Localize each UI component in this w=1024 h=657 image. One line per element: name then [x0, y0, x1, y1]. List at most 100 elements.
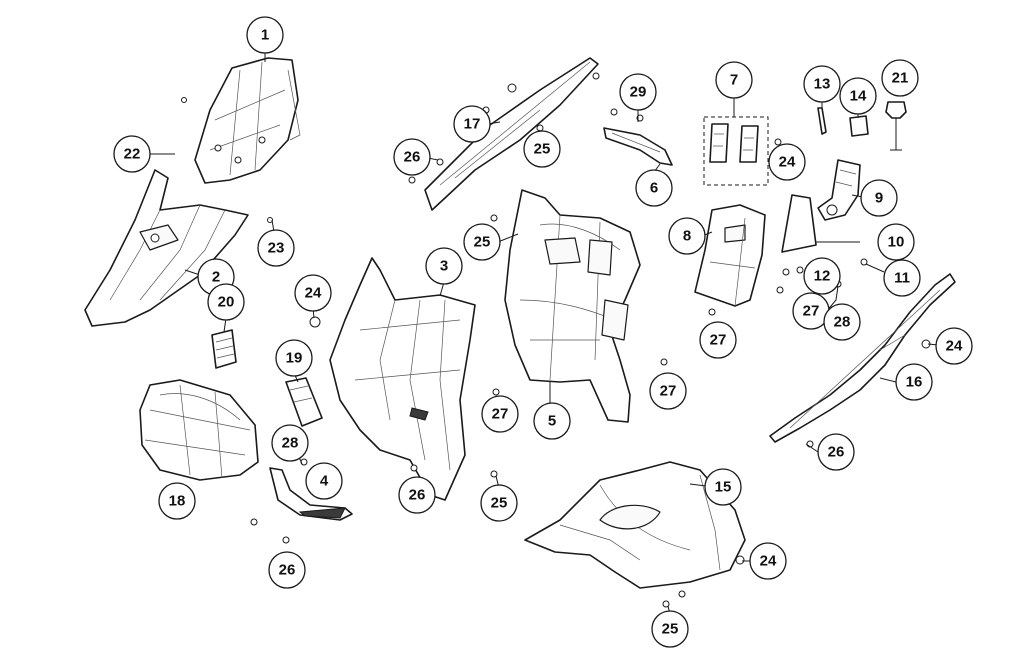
- callout-label: 22: [124, 146, 141, 163]
- callout-circle: [271, 424, 309, 462]
- callout-label: 19: [286, 350, 303, 367]
- callout-21: 21: [881, 59, 919, 97]
- callout-25: 25: [651, 610, 689, 648]
- callout-circle: [860, 179, 898, 217]
- part-cubby-8: [694, 204, 766, 307]
- callout-label: 20: [218, 294, 235, 311]
- part-floorboard-15: [524, 461, 746, 589]
- callout-label: 7: [730, 72, 738, 89]
- callout-7: 7: [715, 61, 753, 99]
- callout-label: 17: [464, 116, 481, 133]
- callout-label: 2: [212, 269, 220, 286]
- callout-3: 3: [425, 247, 463, 285]
- callout-circle: [113, 135, 151, 173]
- callout-circle: [480, 484, 518, 522]
- callout-circle: [749, 542, 787, 580]
- callout-label: 12: [814, 268, 831, 285]
- part-bracket-6: [603, 127, 673, 166]
- callout-circle: [803, 65, 841, 103]
- callout-label: 4: [320, 473, 329, 490]
- callout-circle: [883, 259, 921, 297]
- callout-27: 27: [649, 372, 687, 410]
- callout-circle: [533, 402, 571, 440]
- callout-26: 26: [398, 476, 436, 514]
- callout-circle: [635, 169, 673, 207]
- callout-circle: [294, 274, 332, 312]
- callout-circle: [619, 73, 657, 111]
- part-side-strip-16: [769, 273, 956, 443]
- part-lower-trim: [269, 467, 353, 521]
- callout-label: 23: [268, 240, 285, 257]
- callout-circle: [768, 143, 806, 181]
- callout-circle: [481, 395, 519, 433]
- callout-16: 16: [895, 363, 933, 401]
- callout-circle: [877, 223, 915, 261]
- callout-25: 25: [523, 130, 561, 168]
- callout-circle: [246, 16, 284, 54]
- callout-label: 26: [828, 444, 845, 461]
- callout-label: 24: [760, 553, 777, 570]
- callout-11: 11: [883, 259, 921, 297]
- callout-1: 1: [246, 16, 284, 54]
- part-headlight: [139, 379, 259, 481]
- part-panel-10: [781, 194, 817, 253]
- callout-4: 4: [305, 462, 343, 500]
- callout-circle: [453, 105, 491, 143]
- callout-circle: [668, 217, 706, 255]
- callout-label: 5: [548, 413, 556, 430]
- part-front-shield: [329, 257, 476, 501]
- callout-circle: [823, 303, 861, 341]
- callout-label: 27: [492, 406, 509, 423]
- callout-27: 27: [699, 321, 737, 359]
- callout-25: 25: [480, 484, 518, 522]
- callout-24: 24: [749, 542, 787, 580]
- callout-27: 27: [792, 292, 830, 330]
- callout-label: 15: [715, 479, 732, 496]
- callout-label: 11: [894, 270, 910, 287]
- callout-circle: [523, 130, 561, 168]
- callout-18: 18: [158, 482, 196, 520]
- callout-23: 23: [257, 229, 295, 267]
- callout-circle: [704, 468, 742, 506]
- callout-25: 25: [463, 223, 501, 261]
- callout-label: 9: [875, 190, 883, 207]
- callout-circle: [425, 247, 463, 285]
- callout-label: 18: [169, 493, 186, 510]
- callout-label: 6: [650, 180, 658, 197]
- callout-label: 28: [834, 314, 851, 331]
- callout-27: 27: [481, 395, 519, 433]
- callout-10: 10: [877, 223, 915, 261]
- callout-circle: [393, 138, 431, 176]
- callout-29: 29: [619, 73, 657, 111]
- callout-label: 26: [279, 562, 296, 579]
- callout-19: 19: [275, 339, 313, 377]
- callout-label: 25: [534, 141, 551, 158]
- part-front-fascia: [84, 169, 249, 327]
- part-bracket-20: [211, 329, 237, 369]
- callout-label: 26: [409, 487, 426, 504]
- callout-circle: [207, 283, 245, 321]
- callout-label: 8: [683, 228, 691, 245]
- callout-label: 26: [404, 149, 421, 166]
- callout-22: 22: [113, 135, 151, 173]
- callout-28: 28: [271, 424, 309, 462]
- callout-circle: [257, 229, 295, 267]
- callout-6: 6: [635, 169, 673, 207]
- callout-14: 14: [839, 77, 877, 115]
- callout-circle: [275, 339, 313, 377]
- callout-circle: [158, 482, 196, 520]
- callout-circle: [817, 433, 855, 471]
- callout-circle: [649, 372, 687, 410]
- callout-26: 26: [268, 551, 306, 589]
- callout-label: 13: [814, 76, 831, 93]
- callout-26: 26: [393, 138, 431, 176]
- callout-15: 15: [704, 468, 742, 506]
- callout-circle: [305, 462, 343, 500]
- callout-label: 14: [850, 88, 867, 105]
- callout-label: 21: [892, 70, 909, 87]
- callout-circle: [463, 223, 501, 261]
- callout-12: 12: [803, 257, 841, 295]
- callout-17: 17: [453, 105, 491, 143]
- callout-label: 25: [491, 495, 508, 512]
